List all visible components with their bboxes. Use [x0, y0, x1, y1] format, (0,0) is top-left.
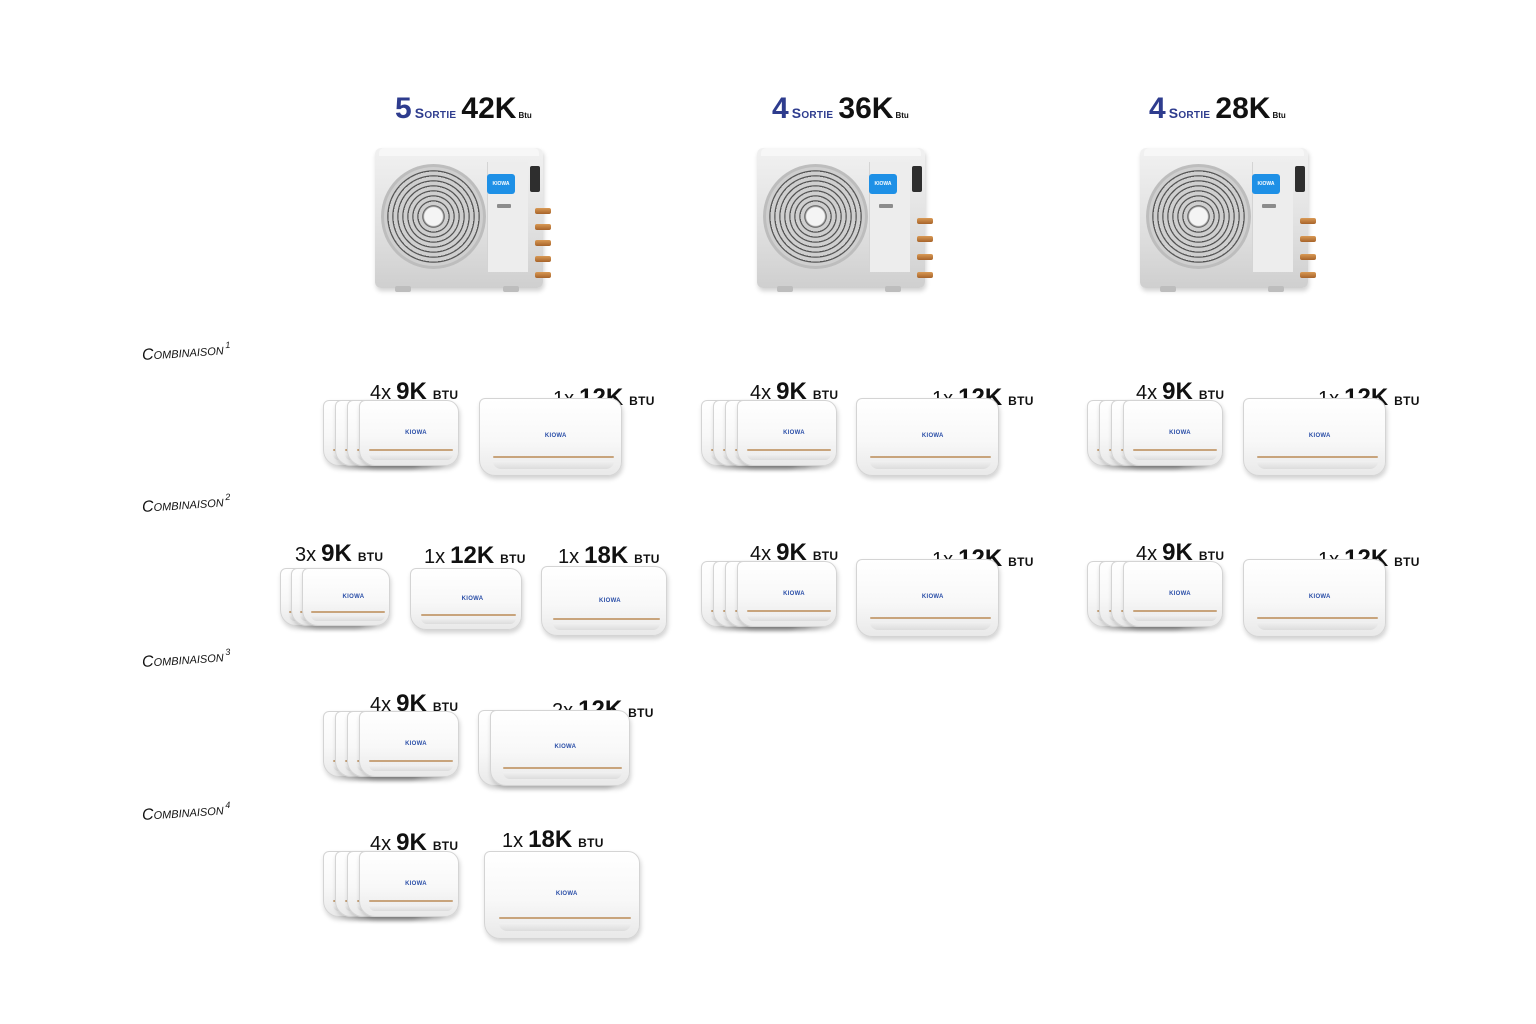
brand-logo: KIOWA [1308, 594, 1331, 601]
indoor-unit-stack: KIOWA [478, 710, 633, 796]
indoor-unit-stack: KIOWA [479, 398, 622, 478]
combination-label-3: Combinaison3 [141, 647, 231, 672]
indoor-unit: KIOWA [541, 566, 667, 636]
combination-number: 1 [224, 339, 231, 351]
brand-logo: KIOWA [461, 596, 484, 602]
indoor-unit-stack: KIOWA [410, 568, 523, 632]
indoor-unit-stack: KIOWA [323, 851, 461, 921]
brand-logo: KIOWA [1308, 433, 1331, 440]
brand-logo: KIOWA [405, 429, 427, 436]
outdoor-unit-image-2: KIOWA [757, 148, 942, 306]
brand-logo: KIOWA [921, 594, 944, 601]
indoor-unit-stack: KIOWA [541, 566, 669, 638]
outlet-count: 5 [395, 92, 412, 125]
indoor-unit: KIOWA [359, 711, 459, 777]
brand-logo: KIOWA [554, 744, 577, 751]
outlet-word: Sortie [414, 105, 457, 121]
brand-logo: KIOWA [599, 597, 621, 604]
brand-logo: KIOWA [921, 433, 944, 440]
outlet-count: 4 [1149, 92, 1166, 125]
indoor-unit-stack: KIOWA [856, 398, 999, 478]
indoor-unit-stack: KIOWA [701, 400, 839, 470]
combination-word: Combinaison [141, 493, 225, 516]
brand-logo: KIOWA [1169, 590, 1191, 597]
capacity-value: 28K [1215, 92, 1271, 125]
brand-logo: KIOWA [405, 740, 427, 747]
fan-grille-icon [381, 164, 486, 269]
brand-logo: KIOWA [544, 433, 567, 440]
brand-logo: KIOWA [783, 429, 805, 436]
brand-logo: KIOWA [342, 594, 365, 601]
indoor-unit: KIOWA [1243, 559, 1386, 637]
brand-logo: KIOWA [555, 890, 578, 897]
indoor-unit-stack: KIOWA [1243, 398, 1386, 478]
indoor-unit: KIOWA [479, 398, 622, 476]
indoor-unit: KIOWA [1123, 561, 1223, 627]
indoor-unit: KIOWA [1243, 398, 1386, 476]
combination-word: Combinaison [141, 341, 225, 364]
indoor-unit: KIOWA [359, 400, 459, 466]
combination-word: Combinaison [141, 648, 225, 671]
brand-logo: KIOWA [1169, 429, 1191, 436]
indoor-unit-stack: KIOWA [856, 559, 999, 639]
indoor-unit: KIOWA [410, 568, 522, 630]
fan-grille-icon [763, 164, 868, 269]
combination-label-1: Combinaison1 [141, 340, 231, 365]
combination-label-2: Combinaison2 [141, 492, 231, 517]
brand-logo: KIOWA [405, 880, 427, 887]
indoor-unit: KIOWA [1123, 400, 1223, 466]
indoor-unit-stack: KIOWA [1243, 559, 1386, 639]
indoor-unit-stack: KIOWA [280, 568, 392, 630]
indoor-unit-stack: KIOWA [323, 400, 461, 470]
capacity-value: 42K [461, 92, 517, 125]
outdoor-unit-image-3: KIOWA [1140, 148, 1325, 306]
indoor-unit: KIOWA [856, 398, 999, 476]
outlet-word: Sortie [791, 105, 834, 121]
indoor-unit: KIOWA [737, 400, 837, 466]
combination-number: 2 [224, 491, 231, 503]
outlet-word: Sortie [1168, 105, 1211, 121]
indoor-unit: KIOWA [856, 559, 999, 637]
indoor-unit-stack: KIOWA [1087, 400, 1225, 470]
indoor-unit: KIOWA [302, 568, 390, 626]
indoor-unit: KIOWA [359, 851, 459, 917]
combination-number: 4 [224, 799, 231, 811]
indoor-unit: KIOWA [490, 710, 630, 786]
brand-logo: KIOWA [783, 590, 805, 597]
capacity-unit: Btu [518, 111, 532, 120]
capacity-unit: Btu [895, 111, 909, 120]
capacity-unit: Btu [1272, 111, 1286, 120]
indoor-unit-stack: KIOWA [323, 711, 461, 781]
indoor-unit: KIOWA [484, 851, 640, 939]
brand-logo: KIOWA [487, 174, 515, 194]
indoor-unit-stack: KIOWA [701, 561, 839, 631]
combination-word: Combinaison [141, 801, 225, 824]
indoor-unit-stack: KIOWA [484, 851, 642, 941]
combination-number: 3 [224, 646, 231, 658]
fan-grille-icon [1146, 164, 1251, 269]
brand-logo: KIOWA [869, 174, 897, 194]
combination-label-4: Combinaison4 [141, 800, 231, 825]
indoor-unit: KIOWA [737, 561, 837, 627]
outdoor-unit-image-1: KIOWA [375, 148, 560, 306]
indoor-unit-stack: KIOWA [1087, 561, 1225, 631]
brand-logo: KIOWA [1252, 174, 1280, 194]
outlet-count: 4 [772, 92, 789, 125]
capacity-value: 36K [838, 92, 894, 125]
